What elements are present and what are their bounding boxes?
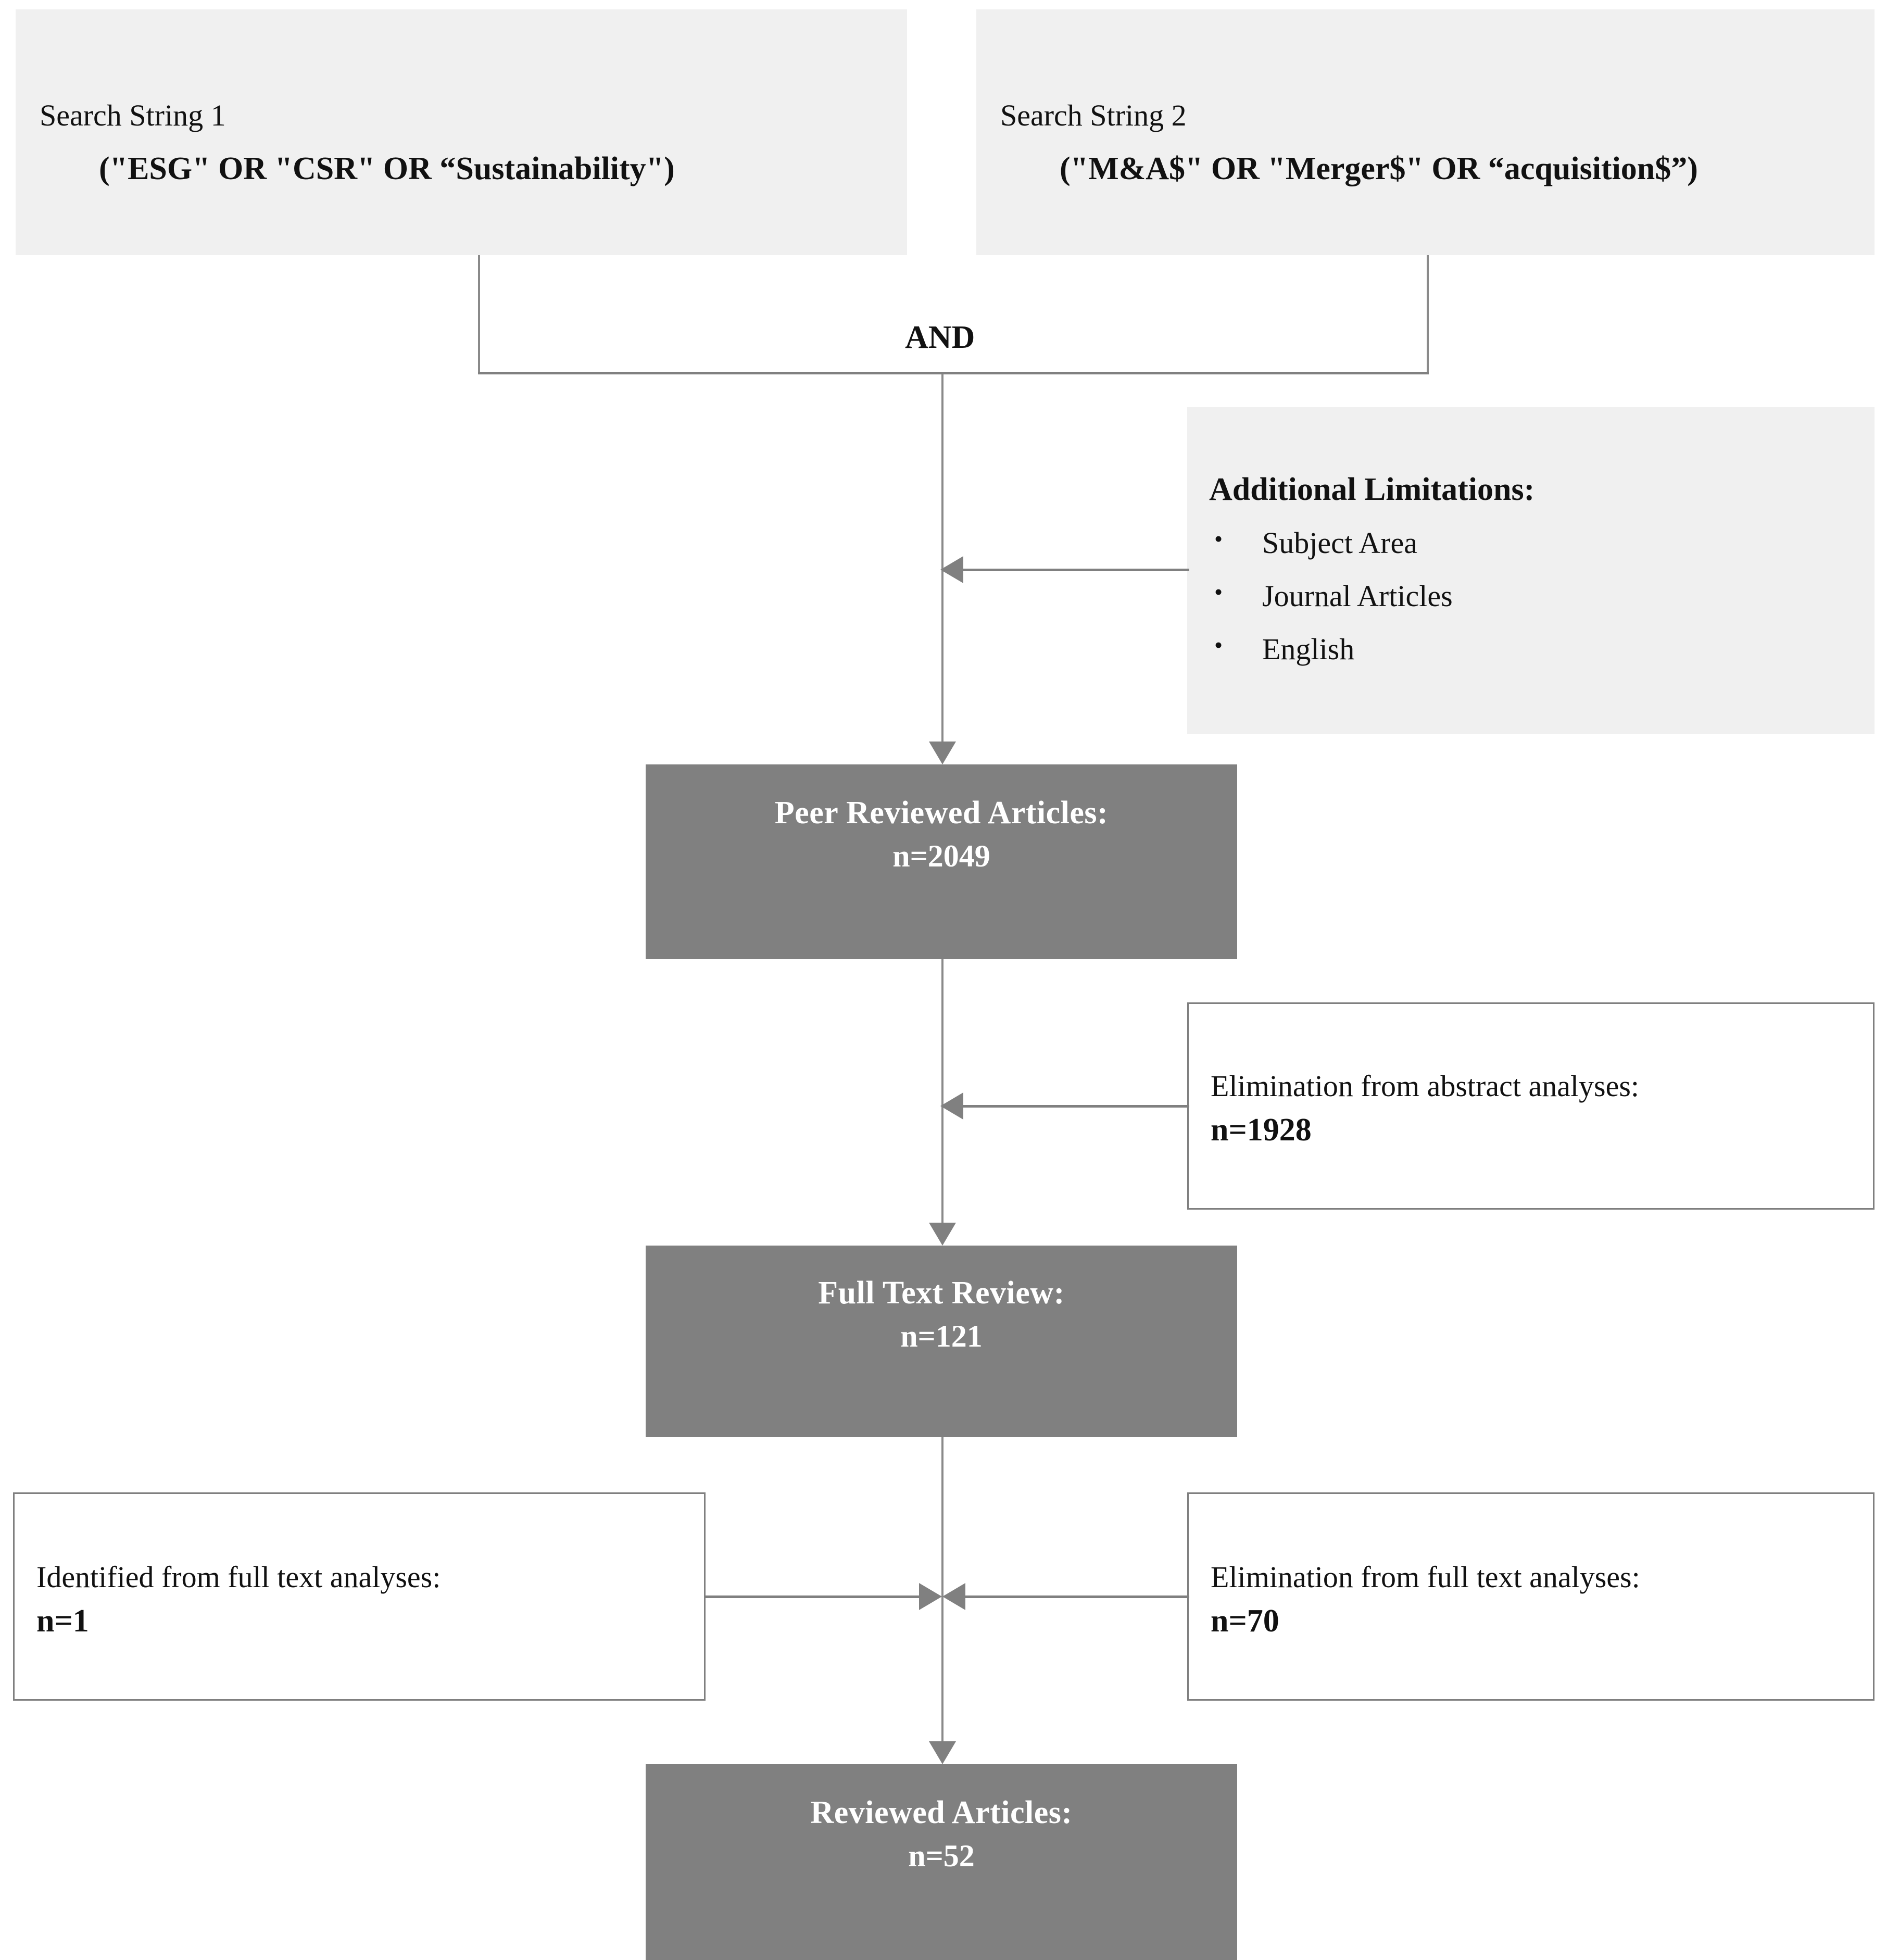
peer-reviewed-articles-box: Peer Reviewed Articles: n=2049 <box>646 764 1237 959</box>
arrow-elimination-abstract-to-trunk <box>940 1092 963 1120</box>
full-text-review-box: Full Text Review: n=121 <box>646 1246 1237 1437</box>
limitation-item-english: English <box>1201 633 1453 664</box>
identified-full-text-count: n=1 <box>36 1603 89 1639</box>
arrow-into-full-text-review <box>929 1223 956 1246</box>
elimination-full-text-box: Elimination from full text analyses: n=7… <box>1187 1492 1875 1701</box>
bracket-right-vertical <box>1427 255 1429 374</box>
bracket-left-vertical <box>478 255 480 374</box>
arrow-limitations-to-trunk <box>940 556 963 583</box>
search-string-1-query: ("ESG" OR "CSR" OR “Sustainability") <box>99 151 675 186</box>
arrow-identified-to-trunk <box>919 1583 942 1610</box>
additional-limitations-list: Subject Area Journal Articles English <box>1201 527 1453 687</box>
search-string-2-query: ("M&A$" OR "Merger$" OR “acquisition$”) <box>1060 151 1698 186</box>
search-string-2-box: Search String 2 ("M&A$" OR "Merger$" OR … <box>976 9 1875 255</box>
reviewed-articles-title: Reviewed Articles: <box>810 1795 1073 1830</box>
elimination-abstract-connector-line <box>962 1105 1189 1108</box>
elimination-full-text-title: Elimination from full text analyses: <box>1211 1560 1640 1594</box>
reviewed-articles-box: Reviewed Articles: n=52 <box>646 1764 1237 1960</box>
additional-limitations-heading: Additional Limitations: <box>1209 472 1535 507</box>
elimination-abstract-title: Elimination from abstract analyses: <box>1211 1069 1640 1103</box>
full-text-review-count: n=121 <box>900 1319 983 1353</box>
trunk-to-full-text-review <box>941 959 943 1225</box>
limitation-item-journal-articles: Journal Articles <box>1201 580 1453 611</box>
search-string-1-box: Search String 1 ("ESG" OR "CSR" OR “Sust… <box>16 9 907 255</box>
identified-full-text-box: Identified from full text analyses: n=1 <box>13 1492 706 1701</box>
search-string-1-label: Search String 1 <box>40 98 226 132</box>
elimination-abstract-count: n=1928 <box>1211 1112 1312 1148</box>
arrow-into-reviewed-articles <box>929 1741 956 1764</box>
reviewed-articles-count: n=52 <box>908 1839 975 1873</box>
peer-reviewed-count: n=2049 <box>892 839 990 873</box>
limitations-connector-line <box>962 569 1189 571</box>
elimination-full-text-connector-line <box>964 1595 1189 1598</box>
peer-reviewed-title: Peer Reviewed Articles: <box>774 795 1109 831</box>
full-text-review-title: Full Text Review: <box>818 1275 1065 1311</box>
and-operator-label: AND <box>905 320 975 355</box>
identified-connector-line <box>706 1595 920 1598</box>
identified-full-text-title: Identified from full text analyses: <box>36 1560 441 1594</box>
limitation-item-subject-area: Subject Area <box>1201 527 1453 558</box>
additional-limitations-box: Additional Limitations: Subject Area Jou… <box>1187 407 1875 734</box>
bracket-horizontal <box>478 372 1429 374</box>
elimination-abstract-box: Elimination from abstract analyses: n=19… <box>1187 1002 1875 1210</box>
search-string-2-label: Search String 2 <box>1000 98 1187 132</box>
elimination-full-text-count: n=70 <box>1211 1603 1279 1639</box>
arrow-elimination-full-text-to-trunk <box>942 1583 965 1610</box>
arrow-into-peer-reviewed <box>929 742 956 764</box>
